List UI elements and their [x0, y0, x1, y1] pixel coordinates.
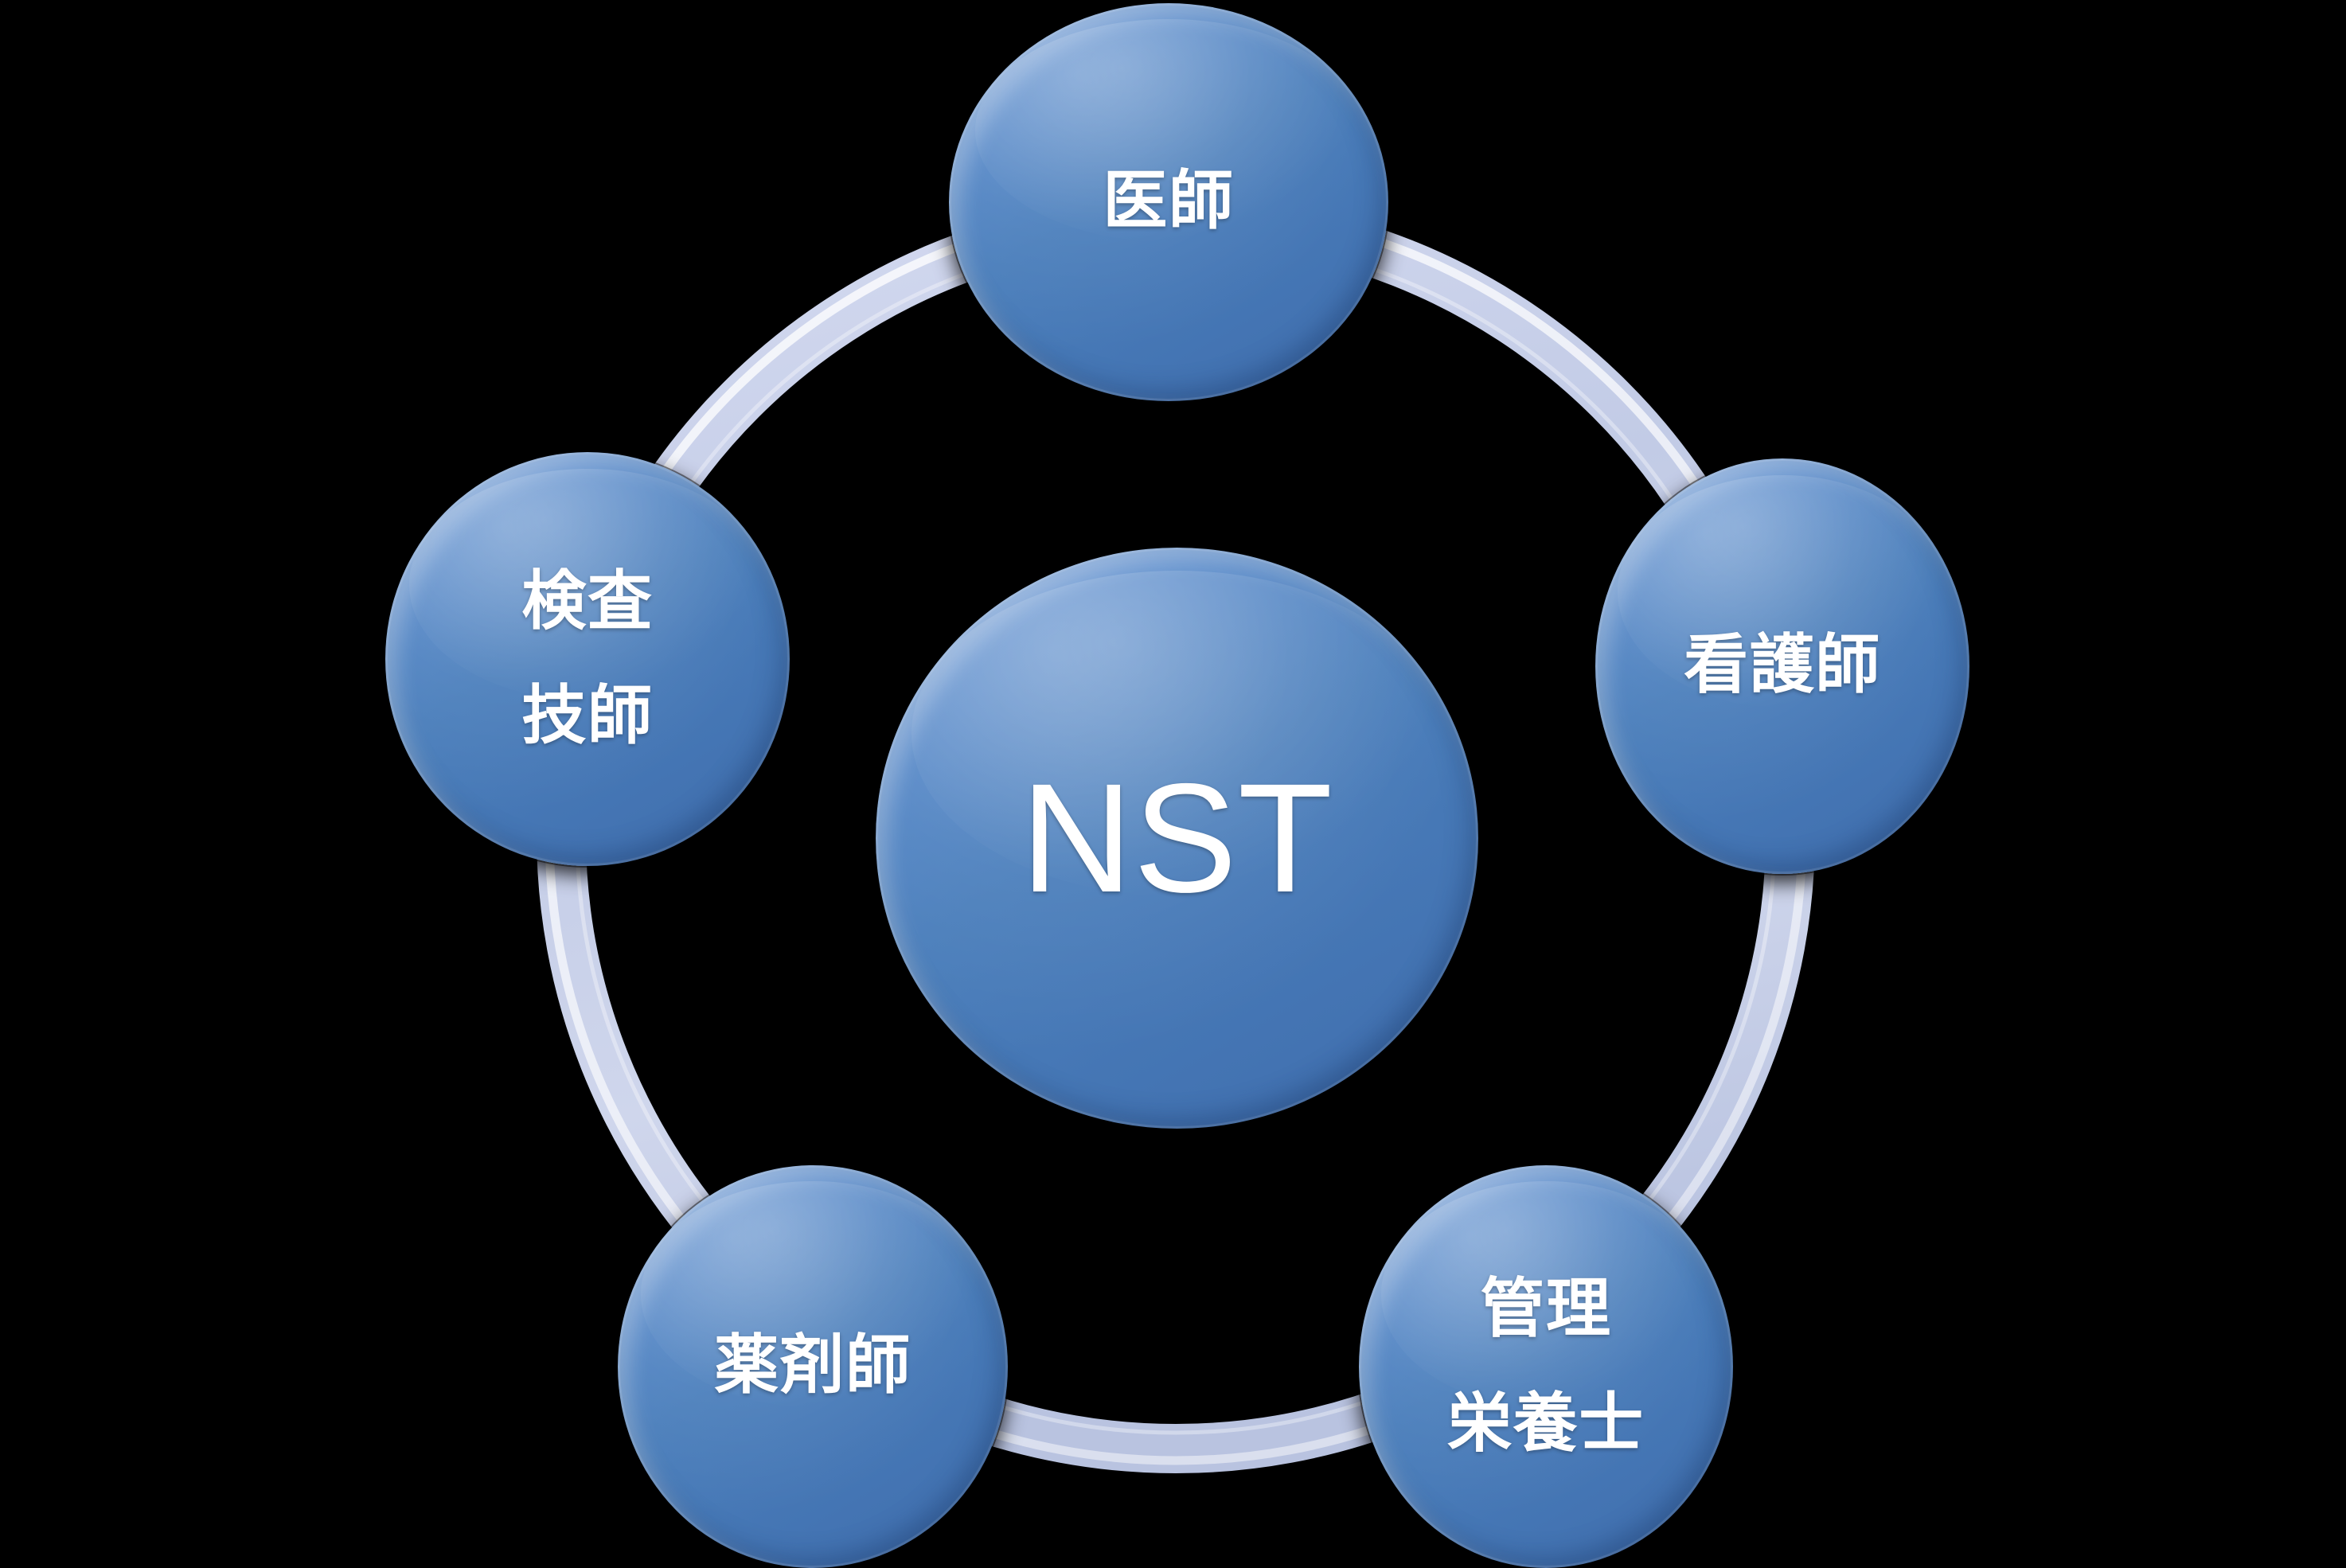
center-node-label: NST — [1021, 751, 1333, 925]
node-pharmacist-label: 薬剤師 — [714, 1330, 911, 1402]
node-dietitian[interactable]: 管理 栄養士 — [1359, 1165, 1733, 1568]
node-doctor[interactable]: 医師 — [949, 3, 1388, 401]
node-doctor-label: 医師 — [1103, 166, 1235, 238]
node-laboratory-technician[interactable]: 検査 技師 — [385, 452, 790, 866]
node-pharmacist[interactable]: 薬剤師 — [618, 1165, 1008, 1568]
node-nurse[interactable]: 看護師 — [1595, 458, 1969, 874]
node-dietitian-label: 管理 栄養士 — [1447, 1273, 1645, 1460]
node-laboratory-technician-label: 検査 技師 — [521, 565, 654, 752]
center-node-nst[interactable]: NST — [876, 548, 1478, 1129]
node-nurse-label: 看護師 — [1684, 630, 1881, 702]
